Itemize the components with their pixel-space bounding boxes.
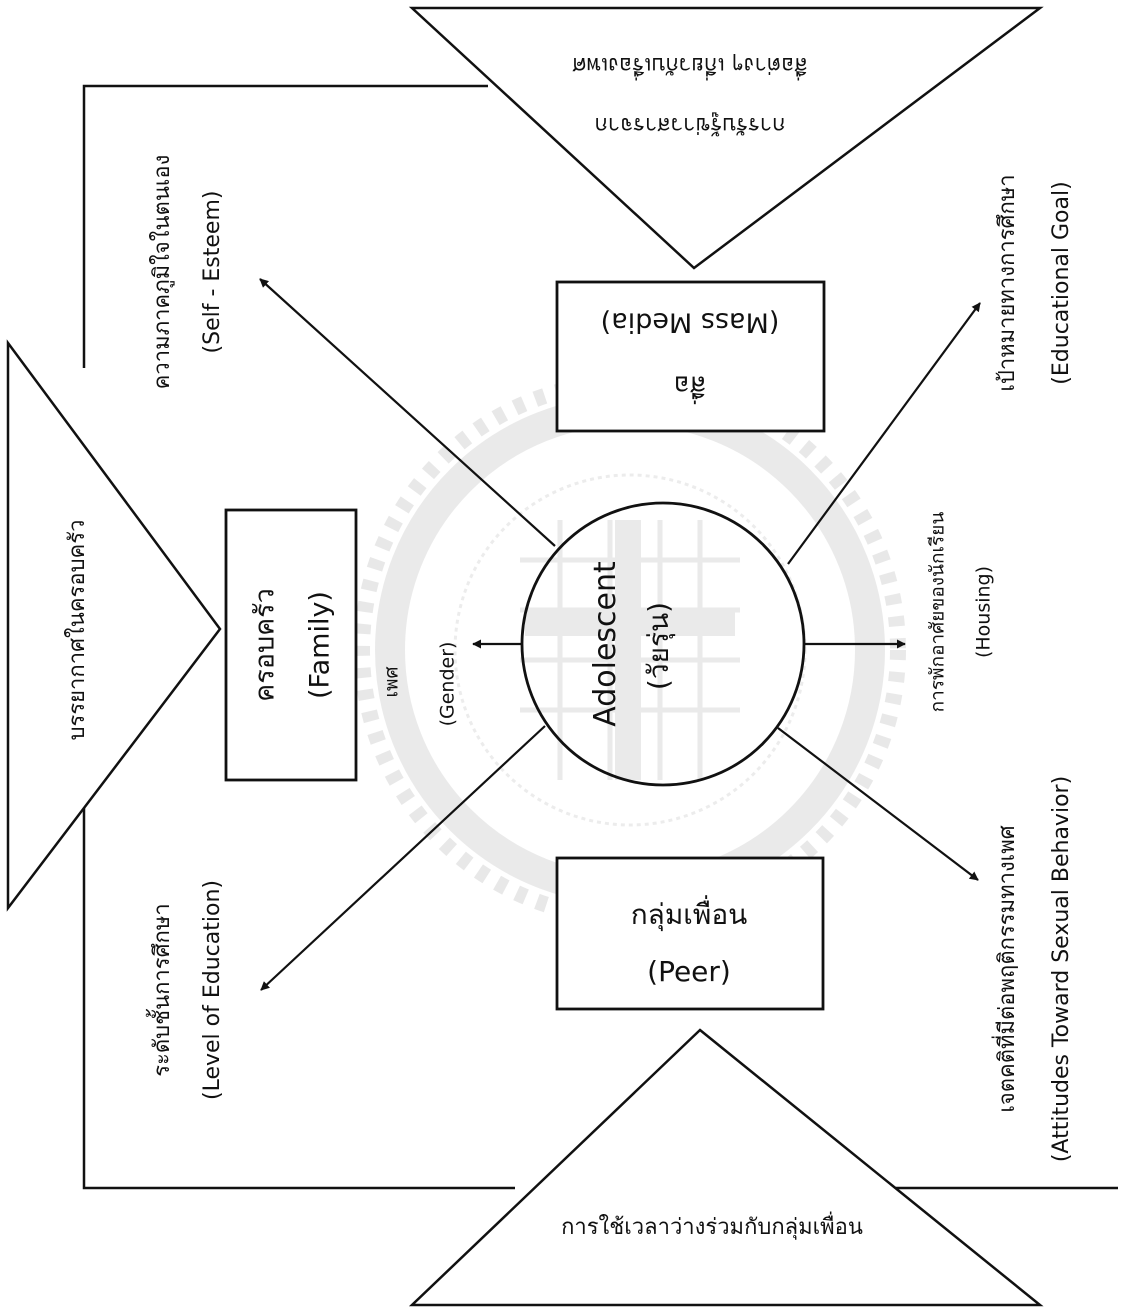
family-box-english: (Family)	[304, 591, 336, 699]
educational-goal-english: (Educational Goal)	[1049, 181, 1074, 385]
triangle-family-climate	[6, 339, 222, 912]
peer-box-english: (Peer)	[647, 955, 731, 988]
media-learning-label-line1: การรับรู้ข่าวสารจาก	[594, 112, 786, 137]
box-peer	[555, 856, 825, 1011]
attitudes-english: (Attitudes Toward Sexual Behavior)	[1049, 775, 1074, 1163]
arrow-self-esteem	[259, 278, 556, 547]
arrows	[259, 278, 981, 991]
family-box-thai: ครอบครัว	[249, 588, 281, 702]
arrow-educational-goal	[787, 302, 981, 565]
peer-box-thai: กลุ่มเพื่อน	[630, 898, 748, 931]
center-title: Adolescent	[588, 561, 623, 727]
center-adolescent-circle	[520, 501, 806, 787]
box-mass-media	[555, 280, 826, 433]
self-esteem-english: (Self - Esteem)	[200, 190, 225, 354]
family-climate-label: บรรยากาศในครอบครัว	[65, 519, 90, 741]
peer-leisure-label: การใช้เวลาว่างร่วมกับกลุ่มเพื่อน	[561, 1215, 863, 1240]
media-box-english: (Mass Media)	[600, 306, 780, 338]
housing-thai: การพักอาศัยของนักเรียน	[926, 511, 949, 713]
box-family	[224, 508, 358, 782]
triangle-media-learning	[408, 6, 1044, 270]
attitudes-thai: เจตคติที่มีต่อพฤติกรรมทางเพศ	[995, 825, 1020, 1113]
center-subtitle: (วัยรุ่น)	[642, 601, 675, 691]
education-level-thai: ระดับชั้นการศึกษา	[150, 903, 175, 1077]
education-level-english: (Level of Education)	[200, 880, 225, 1100]
gender-english: (Gender)	[436, 641, 459, 727]
triangle-peer-leisure	[408, 1028, 1044, 1307]
self-esteem-thai: ความภาคภูมิใจในตนเอง	[150, 154, 175, 390]
outer-frame	[82, 84, 1118, 1190]
media-learning-label-line2: สื่อต่างๆ เกี่ยวกับเรื่องเพศ	[572, 52, 808, 77]
gender-thai: เพศ	[380, 666, 403, 698]
educational-goal-thai: เป้าหมายทางการศึกษา	[995, 174, 1020, 392]
arrow-attitudes	[777, 727, 979, 881]
arrow-education-level	[260, 725, 546, 991]
housing-english: (Housing)	[972, 565, 995, 659]
media-box-thai: สื่อ	[673, 369, 707, 401]
